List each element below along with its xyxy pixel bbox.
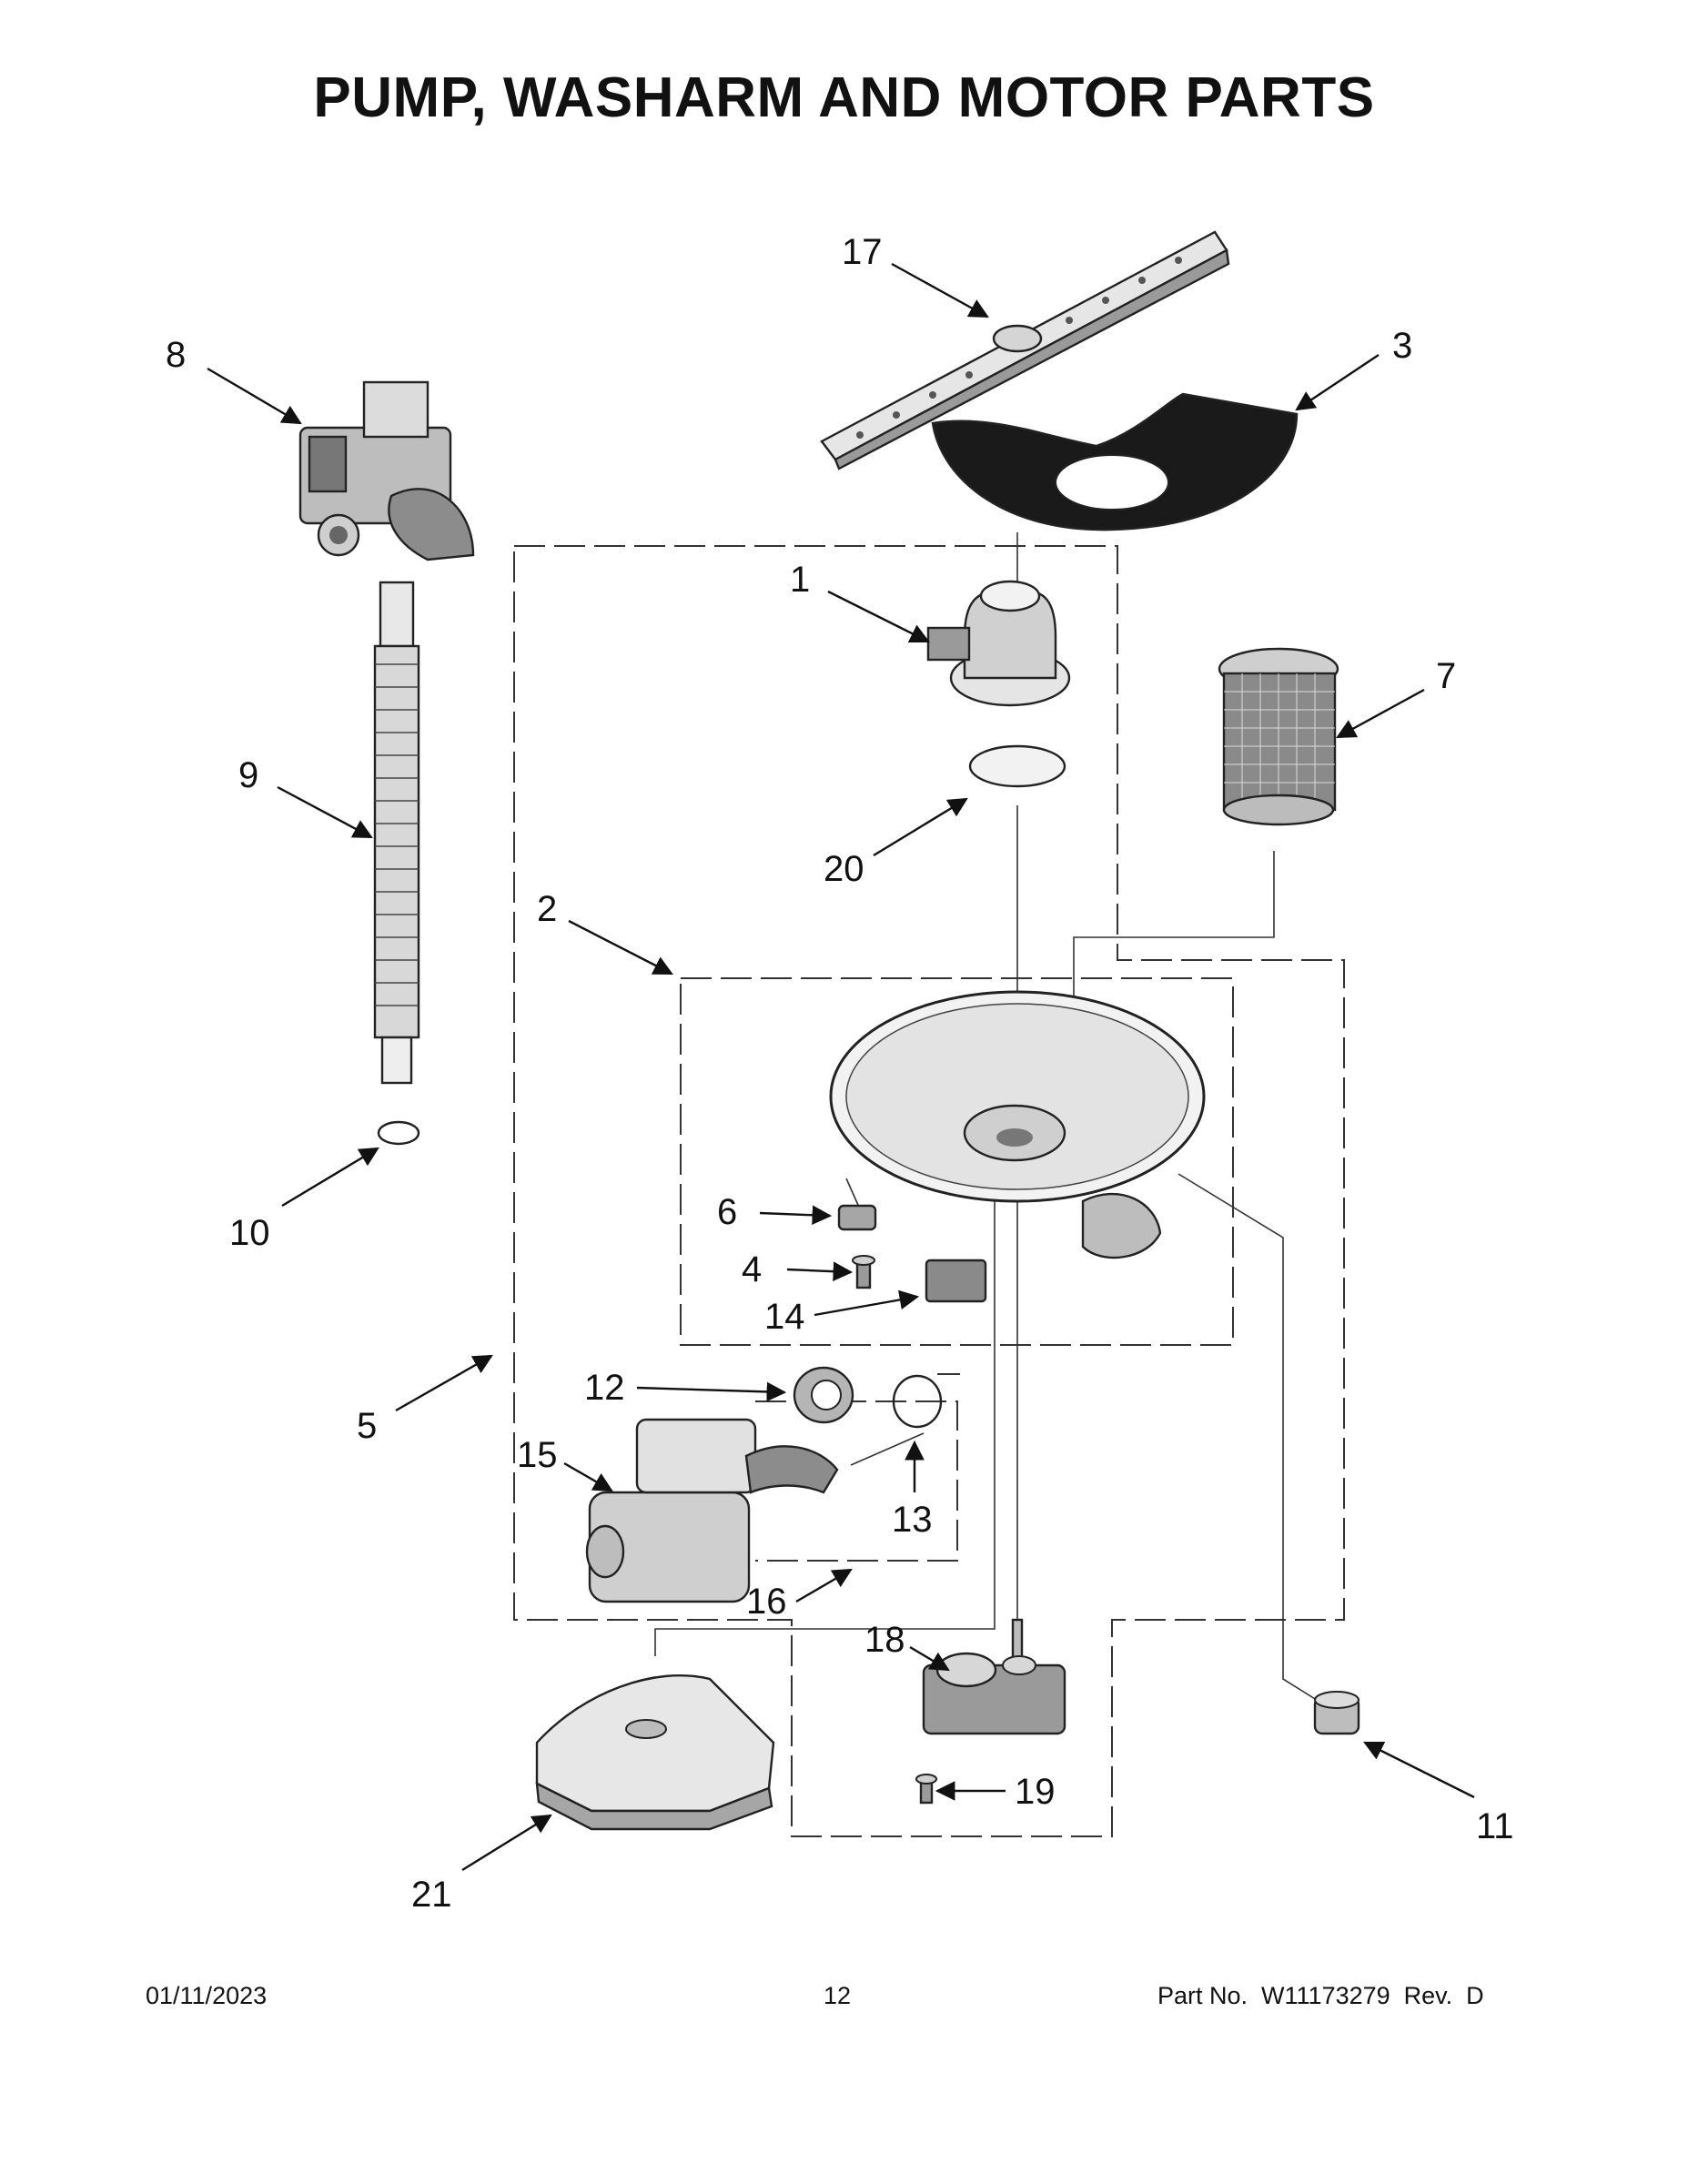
callout-label: 10 <box>229 1213 270 1253</box>
callout-label: 8 <box>166 335 186 375</box>
callout-label: 14 <box>764 1297 805 1337</box>
screw-part-4 <box>852 1255 875 1289</box>
disc-part-20 <box>968 744 1066 788</box>
seal-ring-part-12 <box>793 1366 854 1424</box>
footer-date: 01/11/2023 <box>146 1982 268 2009</box>
callout-label: 13 <box>892 1500 933 1540</box>
callout-label: 17 <box>842 232 883 272</box>
bracket-part-6 <box>837 1204 877 1231</box>
callout-label: 15 <box>517 1435 558 1475</box>
drain-hose-part-9 <box>373 581 420 1085</box>
footer-page-number: 12 <box>824 1982 852 2009</box>
lead-line-7 <box>1073 851 1275 1046</box>
clamp-part-13 <box>892 1374 943 1429</box>
callout-label: 20 <box>824 849 864 889</box>
callout-label: 11 <box>1476 1806 1514 1846</box>
deflector-part-3 <box>931 392 1299 531</box>
callout-label: 12 <box>584 1368 625 1408</box>
cover-part-21 <box>535 1674 775 1831</box>
diverter-motor-part-18 <box>922 1618 1066 1735</box>
page-title: PUMP, WASHARM AND MOTOR PARTS <box>313 66 1375 129</box>
assembly-outlines <box>513 545 1345 1837</box>
lead-line-11 <box>1178 1173 1320 1703</box>
callout-label: 5 <box>357 1406 377 1446</box>
callout-label: 18 <box>864 1620 905 1660</box>
spray-arm-part-17 <box>820 230 1230 470</box>
callout-label: 21 <box>411 1875 452 1915</box>
callout-label: 19 <box>1015 1772 1056 1812</box>
callout-label: 4 <box>742 1249 762 1289</box>
pump-housing-part-1 <box>926 580 1071 707</box>
screw-part-19 <box>915 1774 937 1805</box>
callout-label: 1 <box>790 560 810 600</box>
sensor-part-14 <box>925 1259 987 1303</box>
callout-label: 2 <box>537 889 557 929</box>
callout-label: 9 <box>238 755 258 795</box>
sump-tub <box>829 990 1206 1259</box>
filter-part-7 <box>1218 647 1339 826</box>
hose-clamp-part-10 <box>377 1120 420 1146</box>
callout-labels: 17 3 8 1 7 9 20 2 6 4 14 10 12 5 15 13 1… <box>166 232 1514 1915</box>
drain-pump-part-8 <box>298 380 475 561</box>
callout-label: 7 <box>1436 656 1456 696</box>
lead-line-hose-clamp <box>850 1432 925 1466</box>
callout-label: 6 <box>717 1192 737 1232</box>
lead-line-21 <box>654 1133 996 1656</box>
assembly-outline-2 <box>680 977 1234 1346</box>
callout-arrows <box>207 262 1475 1872</box>
callout-label: 16 <box>746 1582 787 1622</box>
sensor-part-11 <box>1313 1691 1360 1735</box>
callout-label: 3 <box>1392 326 1412 366</box>
circulation-pump-part-15 <box>585 1418 839 1603</box>
footer-part-number: Part No. W11173279 Rev. D <box>1157 1982 1484 2009</box>
assembly-outline-16 <box>755 1400 958 1562</box>
assembly-outline-5 <box>513 545 1345 1837</box>
